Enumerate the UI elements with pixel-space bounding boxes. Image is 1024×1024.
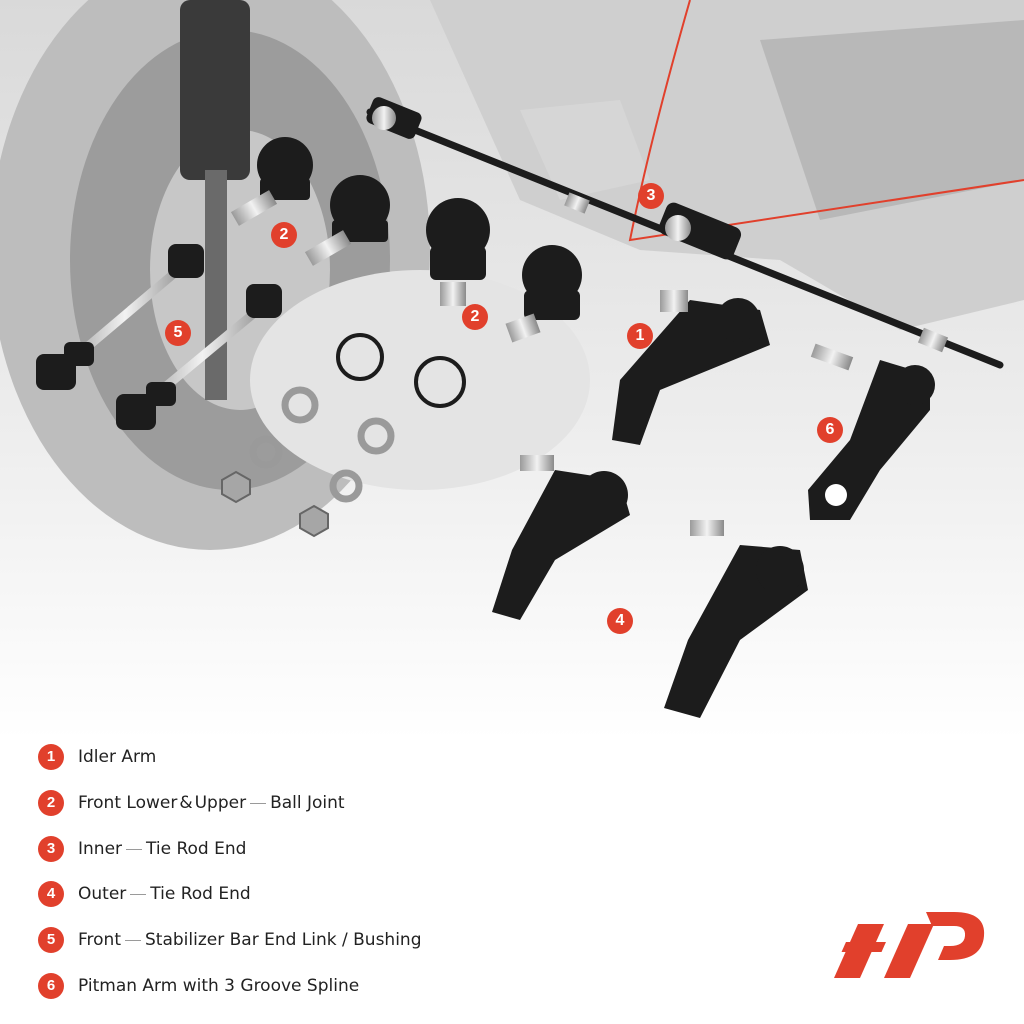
callout-badge-6: 6 <box>817 417 843 443</box>
parts-illustration <box>0 0 1024 740</box>
callout-badge-4: 4 <box>607 608 633 634</box>
legend-number: 3 <box>38 836 64 862</box>
legend-number: 2 <box>38 790 64 816</box>
pitman-arm-image <box>808 343 935 520</box>
outer-tie-rod-image <box>492 455 808 718</box>
hardware-image <box>221 333 466 538</box>
legend-label: Pitman Arm with 3 Groove Spline <box>78 976 360 996</box>
legend-number: 6 <box>38 973 64 999</box>
separator <box>125 939 141 941</box>
stabilizer-link-image <box>36 244 282 430</box>
legend-number: 1 <box>38 744 64 770</box>
accent-line <box>628 0 1024 242</box>
callout-badge-3: 3 <box>638 183 664 209</box>
legend-item: 6 Pitman Arm with 3 Groove Spline <box>38 972 359 1000</box>
parts-scene: 1 2 2 3 4 5 6 <box>0 0 1024 740</box>
separator <box>126 848 143 850</box>
callout-badge-5: 5 <box>165 320 191 346</box>
separator <box>250 802 267 804</box>
inner-tie-rod-image <box>366 97 1004 369</box>
brand-logo-icon <box>834 912 985 978</box>
callout-badge-2: 2 <box>462 304 488 330</box>
callout-badge-1: 1 <box>627 323 653 349</box>
legend-number: 5 <box>38 927 64 953</box>
ball-joint-image <box>230 137 582 343</box>
idler-arm-image <box>612 290 770 445</box>
separator <box>130 893 147 895</box>
legend-label: Idler Arm <box>78 747 157 767</box>
legend-item: 1 Idler Arm <box>38 743 156 771</box>
legend-number: 4 <box>38 881 64 907</box>
callout-badge-2: 2 <box>271 222 297 248</box>
frame-shape <box>430 0 1024 330</box>
